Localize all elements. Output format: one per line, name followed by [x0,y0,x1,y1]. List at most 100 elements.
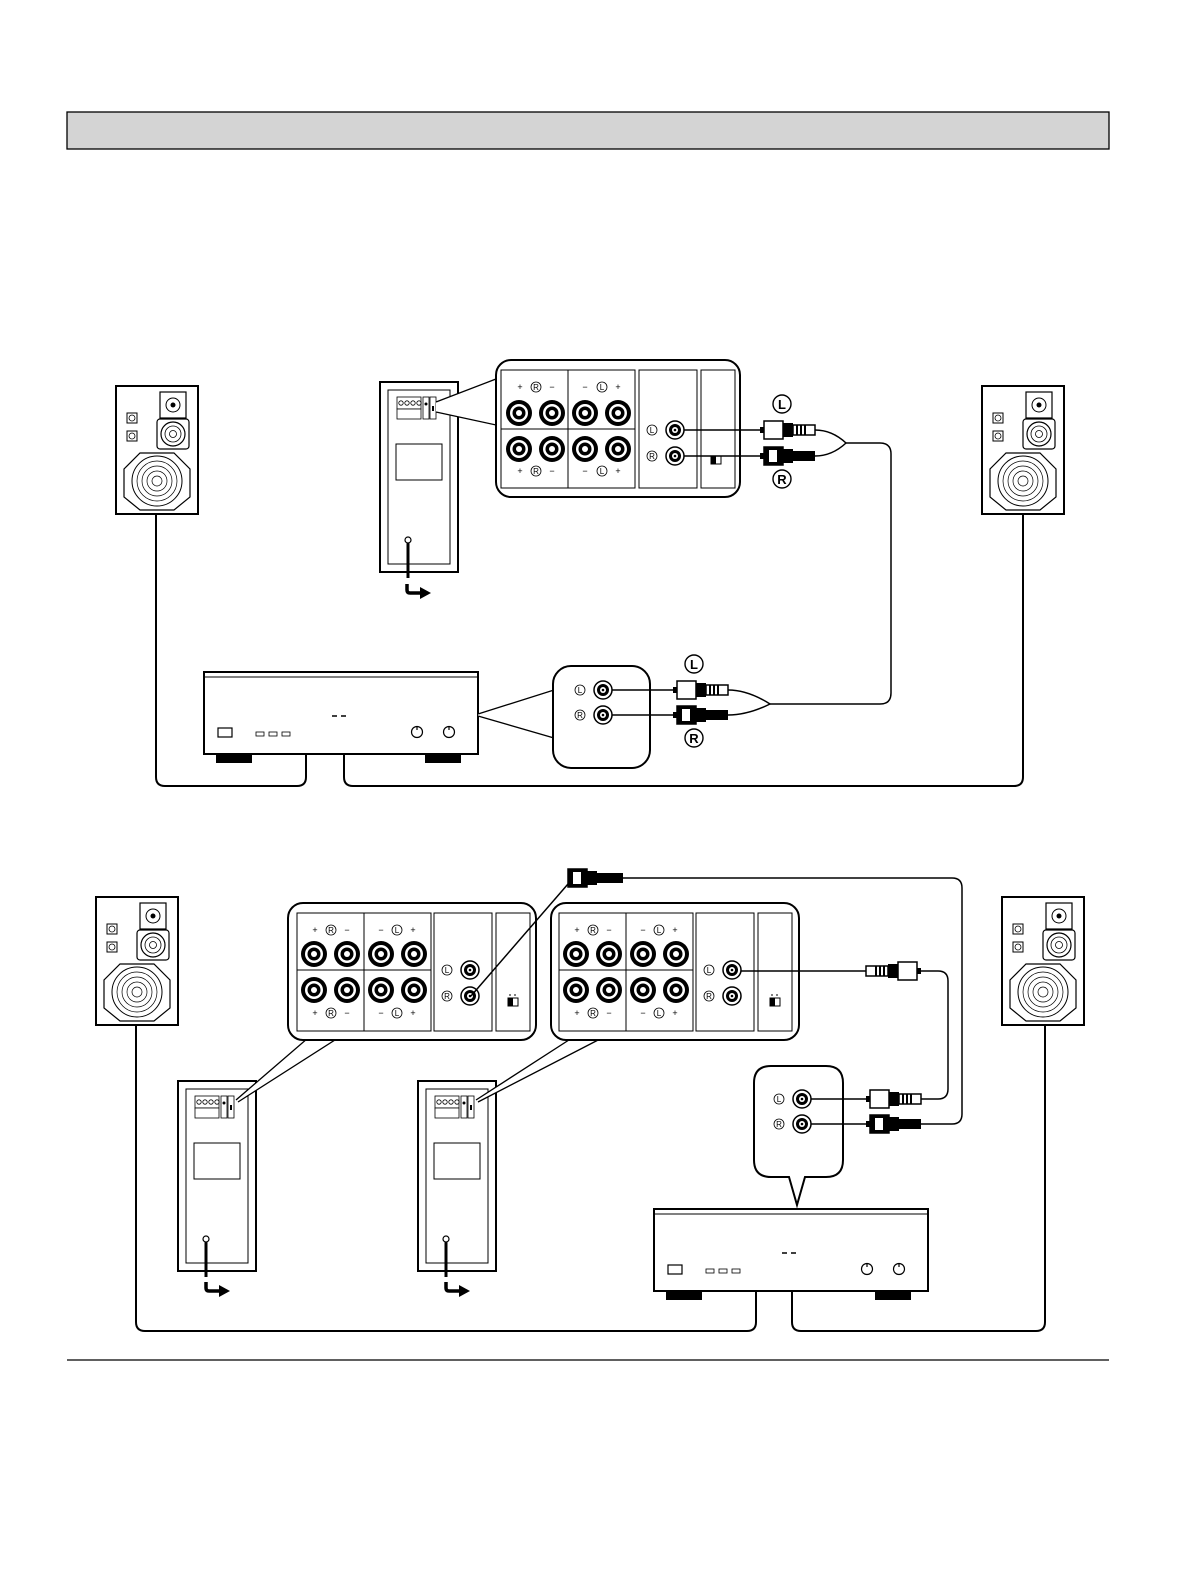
speaker-post [368,941,394,967]
cable-left-tag: L [778,397,786,412]
right-label: R [533,467,539,476]
left-label: L [395,1009,400,1018]
minus-label: − [344,1008,349,1018]
section-title-bar [67,112,1109,149]
amp-right-label: R [577,711,583,720]
left-label: L [657,926,662,935]
right-speaker [1002,897,1084,1025]
amp-left-jack [594,681,612,699]
speaker-post [596,977,622,1003]
speaker-post [563,977,589,1003]
power-amplifier [654,1209,928,1300]
minus-label: − [549,382,554,392]
minus-label: − [582,382,587,392]
line-in-right-label: R [649,452,655,461]
amp-output-detail: L R [553,666,650,768]
subwoofer-panel-detail: + R − − L + + R − − L + L [496,360,740,497]
plus-label: + [574,925,579,935]
left-label: L [600,467,605,476]
rca-plug-right [673,706,728,724]
cable-left-tag: L [690,657,698,672]
rca-plug-left [866,962,921,980]
right-label: R [533,383,539,392]
speaker-post [663,941,689,967]
line-in-left-label: L [445,966,450,975]
line-in-right-label: R [706,992,712,1001]
speaker-post [630,941,656,967]
amp-right-label: R [776,1120,782,1129]
plus-label: + [517,382,522,392]
subwoofer-left [178,1081,256,1277]
plus-label: + [410,925,415,935]
cable-right-tag: R [777,472,787,487]
line-in-left-jack [666,421,684,439]
left-label: L [657,1009,662,1018]
minus-label: − [549,466,554,476]
speaker-post [663,977,689,1003]
amp-right-jack [793,1115,811,1133]
left-label: L [395,926,400,935]
speaker-post [539,436,565,462]
diagram-2: + R − − L + + R − − L + L [96,869,1084,1331]
speaker-post [605,436,631,462]
right-label: R [328,1009,334,1018]
speaker-post [401,977,427,1003]
rca-plug-right [760,447,815,465]
minus-label: − [640,925,645,935]
speaker-post [596,941,622,967]
line-in-right-label: R [444,992,450,1001]
plus-label: + [312,925,317,935]
minus-label: − [640,1008,645,1018]
power-arrow-icon [407,584,431,599]
rca-plug-left [673,681,728,699]
speaker-post [506,400,532,426]
subwoofer-right [418,1081,496,1277]
amp-left-label: L [777,1095,782,1104]
right-label: R [590,926,596,935]
speaker-post [572,436,598,462]
rca-plug-left [760,421,815,439]
minus-label: − [606,925,611,935]
subwoofer-panel-a-detail: + R − − L + + R − − L + L [288,903,536,1040]
power-arrow-icon [206,1282,230,1297]
plus-label: + [615,466,620,476]
line-in-right-jack [723,987,741,1005]
speaker-post [539,400,565,426]
line-in-left-jack [461,961,479,979]
speaker-post [572,400,598,426]
rca-plug-left [866,1090,921,1108]
line-in-left-label: L [707,966,712,975]
left-label: L [600,383,605,392]
plus-label: + [672,925,677,935]
right-speaker [982,386,1064,514]
minus-label: − [606,1008,611,1018]
plus-label: + [312,1008,317,1018]
speaker-post [605,400,631,426]
amp-right-jack [594,706,612,724]
minus-label: − [582,466,587,476]
speaker-post [368,977,394,1003]
rca-plug-right [866,1115,921,1133]
power-arrow-icon [446,1282,470,1297]
power-amplifier [204,672,478,763]
amp-left-jack [793,1090,811,1108]
right-label: R [590,1009,596,1018]
speaker-post [301,941,327,967]
line-in-right-jack [666,447,684,465]
minus-label: − [378,1008,383,1018]
amp-left-label: L [578,686,583,695]
line-in-left-label: L [650,426,655,435]
speaker-post [401,941,427,967]
left-speaker [96,897,178,1025]
plus-label: + [574,1008,579,1018]
speaker-post [563,941,589,967]
speaker-post [630,977,656,1003]
speaker-post [506,436,532,462]
speaker-post [334,977,360,1003]
plus-label: + [517,466,522,476]
cable-right-tag: R [689,731,699,746]
speaker-post [301,977,327,1003]
speaker-post [334,941,360,967]
line-in-left-jack [723,961,741,979]
